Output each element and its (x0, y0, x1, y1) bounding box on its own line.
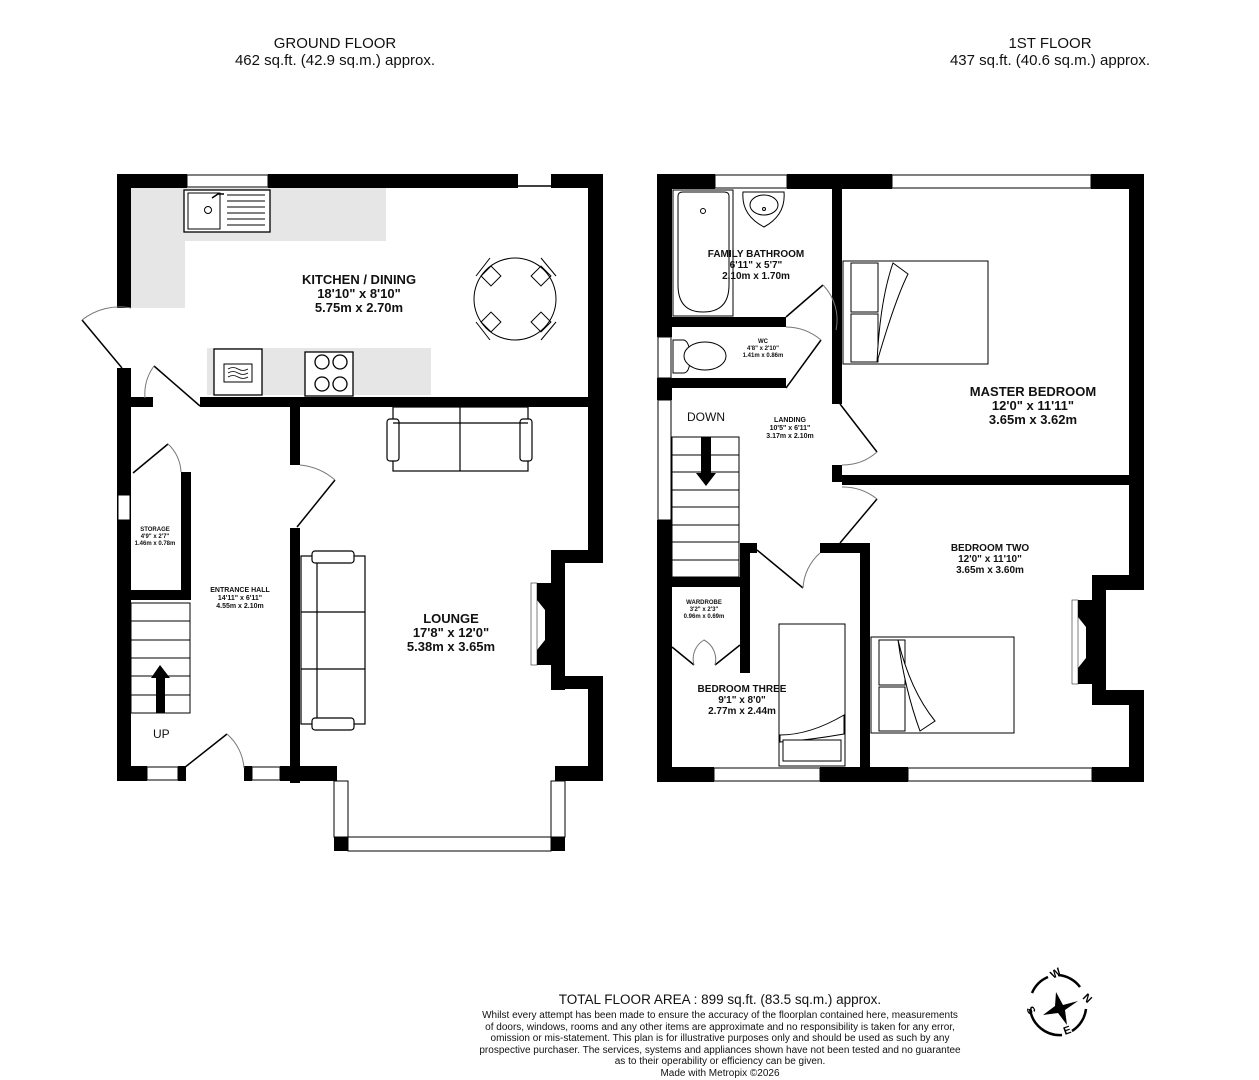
disclaimer-line: of doors, windows, rooms and any other i… (485, 1021, 955, 1033)
room-label-master-bedroom: MASTER BEDROOM 12'0" x 11'11" 3.65m x 3.… (970, 385, 1096, 427)
room-imperial: 12'0" x 11'11" (991, 398, 1075, 413)
room-label-landing: LANDING 10'5" x 6'11" 3.17m x 2.10m (766, 417, 813, 441)
room-metric: 0.96m x 0.69m (683, 614, 725, 620)
disclaimer: Whilst every attempt has been made to en… (460, 1010, 980, 1079)
disclaimer-line: as to their operability or efficiency ca… (614, 1056, 826, 1067)
disclaimer-line: omission or mis-statement. This plan is … (490, 1033, 950, 1044)
disclaimer-line: prospective purchaser. The services, sys… (479, 1044, 961, 1056)
room-name: WC (757, 339, 768, 345)
room-label-wardrobe: WARDROBE 3'2" x 2'3" 0.96m x 0.69m (684, 600, 725, 621)
stairs-down-arrow-icon (696, 437, 716, 486)
room-imperial: 4'8" x 2'10" (747, 346, 779, 352)
disclaimer-line: Whilst every attempt has been made to en… (482, 1010, 958, 1021)
room-metric: 5.75m x 2.70m (314, 300, 404, 315)
room-metric: 1.46m x 0.78m (134, 541, 176, 547)
fireplace-icon (530, 582, 551, 666)
first-floor-area: 437 sq.ft. (40.6 sq.m.) approx. (949, 52, 1151, 69)
room-imperial: 3'2" x 2'3" (689, 607, 719, 613)
room-metric: 2.77m x 2.44m (708, 706, 776, 717)
room-metric: 1.41m x 0.86m (742, 353, 784, 359)
room-label-bedroom-three: BEDROOM THREE 9'1" x 8'0" 2.77m x 2.44m (698, 684, 787, 717)
credit: Made with Metropix ©2026 (660, 1067, 780, 1079)
oven-icon (213, 348, 263, 396)
ground-floor-area: 462 sq.ft. (42.9 sq.m.) approx. (234, 52, 436, 69)
ground-floor-header: GROUND FLOOR 462 sq.ft. (42.9 sq.m.) app… (205, 35, 465, 69)
room-label-bedroom-two: BEDROOM TWO 12'0" x 11'10" 3.65m x 3.60m (951, 543, 1029, 576)
total-floor-area: TOTAL FLOOR AREA : 899 sq.ft. (83.5 sq.m… (558, 992, 882, 1007)
ground-floor-plan (81, 174, 603, 852)
room-label-storage: STORAGE 4'9" x 2'7" 1.46m x 0.78m (135, 527, 176, 548)
compass-icon: W N E S (1023, 966, 1094, 1038)
room-imperial: 18'10" x 8'10" (317, 286, 401, 301)
double-bed-icon (870, 636, 1015, 734)
room-name: LOUNGE (423, 611, 479, 626)
single-bed-icon (778, 623, 846, 767)
room-imperial: 12'0" x 11'10" (958, 554, 1022, 565)
room-label-family-bathroom: FAMILY BATHROOM 6'11" x 5'7" 2.10m x 1.7… (708, 249, 804, 282)
room-metric: 3.65m x 3.60m (956, 565, 1024, 576)
compass-w: W (1049, 966, 1065, 982)
toilet-icon (672, 339, 727, 374)
sink-icon (183, 189, 271, 233)
dining-table-icon (473, 257, 557, 341)
stairs-down-label: DOWN (687, 410, 725, 424)
compass-e: E (1062, 1024, 1073, 1038)
compass-n: N (1080, 992, 1094, 1006)
hob-icon (304, 351, 354, 397)
room-name: STORAGE (140, 527, 170, 533)
first-floor-doors (671, 284, 878, 666)
room-metric: 4.55m x 2.10m (216, 603, 264, 610)
room-imperial: 9'1" x 8'0" (718, 695, 766, 706)
first-floor-header: 1ST FLOOR 437 sq.ft. (40.6 sq.m.) approx… (915, 35, 1185, 69)
ground-floor-walls (117, 174, 603, 851)
room-name: KITCHEN / DINING (301, 272, 417, 287)
first-floor-title: 1ST FLOOR (1008, 35, 1092, 52)
first-floor-plan (657, 174, 1144, 782)
first-floor-windows (657, 174, 1093, 782)
room-imperial: 17'8" x 12'0" (412, 625, 490, 640)
room-label-entrance-hall: ENTRANCE HALL 14'11" x 6'11" 4.55m x 2.1… (210, 587, 270, 611)
first-floor-walls (657, 174, 1144, 782)
room-metric: 3.65m x 3.62m (988, 412, 1078, 427)
room-name: LANDING (774, 417, 806, 424)
room-metric: 5.38m x 3.65m (406, 639, 496, 654)
room-metric: 2.10m x 1.70m (722, 271, 790, 282)
sofa-icon (386, 406, 533, 472)
room-label-lounge: LOUNGE 17'8" x 12'0" 5.38m x 3.65m (407, 612, 495, 654)
double-bed-icon (842, 260, 989, 365)
footer: TOTAL FLOOR AREA : 899 sq.ft. (83.5 sq.m… (460, 991, 980, 1079)
room-name: ENTRANCE HALL (210, 587, 270, 594)
room-name: WARDROBE (686, 600, 722, 606)
room-imperial: 4'9" x 2'7" (140, 534, 170, 540)
room-metric: 3.17m x 2.10m (766, 433, 814, 440)
room-name: BEDROOM TWO (950, 543, 1030, 554)
sliding-door (403, 175, 551, 187)
room-name: MASTER BEDROOM (969, 384, 1097, 399)
stairs-up-label: UP (153, 727, 170, 741)
room-imperial: 10'5" x 6'11" (769, 425, 811, 432)
stairs-up-arrow-icon (151, 665, 170, 713)
fireplace-icon (1071, 599, 1092, 685)
basin-icon (742, 191, 785, 228)
sofa-icon (300, 550, 366, 731)
room-name: BEDROOM THREE (697, 684, 787, 695)
room-imperial: 14'11" x 6'11" (217, 595, 263, 602)
room-label-kitchen-dining: KITCHEN / DINING 18'10" x 8'10" 5.75m x … (302, 273, 416, 315)
ground-floor-doors (81, 306, 336, 769)
bath-icon (672, 189, 734, 317)
wardrobe-wall (672, 577, 740, 587)
room-name: FAMILY BATHROOM (707, 249, 805, 260)
room-imperial: 6'11" x 5'7" (729, 260, 783, 271)
ground-floor-windows (117, 174, 566, 852)
ground-floor-title: GROUND FLOOR (273, 35, 397, 52)
room-label-wc: WC 4'8" x 2'10" 1.41m x 0.86m (743, 339, 784, 360)
